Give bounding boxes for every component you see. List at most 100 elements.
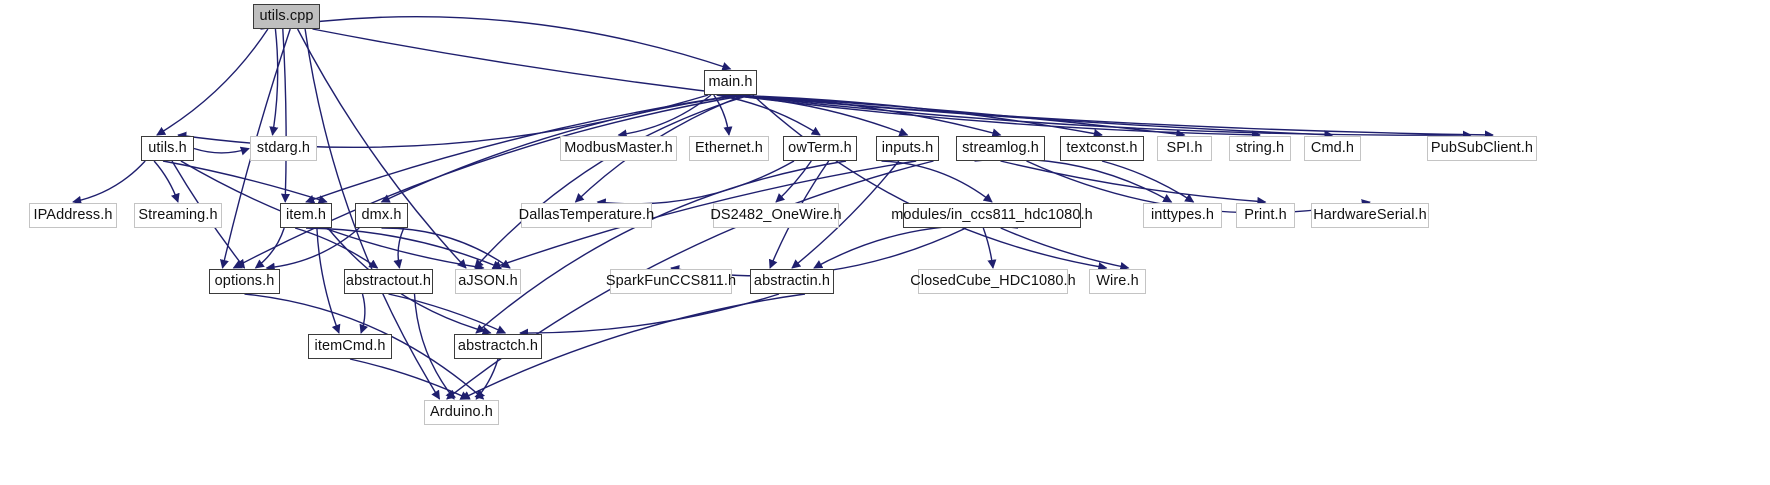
graph-node-label: Ethernet.h: [695, 140, 763, 157]
graph-node-options-h[interactable]: options.h: [209, 269, 280, 294]
graph-node-label: utils.cpp: [259, 8, 314, 25]
graph-node-utils-cpp[interactable]: utils.cpp: [253, 4, 320, 29]
graph-edge-itemcmd-h-to-arduino-h: [349, 358, 470, 400]
graph-edge-utils-h-to-streaming-h: [153, 160, 180, 203]
graph-edge-options-h-to-arduino-h: [244, 293, 485, 400]
graph-edge-inputs-h-to-ajson-h: [491, 160, 917, 270]
graph-node-spi-h[interactable]: SPI.h: [1157, 136, 1212, 161]
graph-node-itemcmd-h[interactable]: itemCmd.h: [308, 334, 392, 359]
graph-node-label: abstractin.h: [753, 273, 831, 290]
graph-edge-main-h-to-pubsubclient-h: [736, 94, 1494, 140]
graph-node-label: Print.h: [1244, 207, 1287, 224]
graph-edge-utils-h-to-item-h: [162, 160, 328, 204]
graph-node-item-h[interactable]: item.h: [280, 203, 332, 228]
graph-edge-utils-h-to-stdarg-h: [193, 146, 250, 156]
graph-node-inputs-h[interactable]: inputs.h: [876, 136, 939, 161]
graph-edge-dmx-h-to-options-h: [265, 227, 360, 272]
graph-edge-in-ccs811-h-to-wire-h: [1000, 227, 1130, 271]
graph-node-modbusmaster-h[interactable]: ModbusMaster.h: [560, 136, 677, 161]
graph-node-label: stdarg.h: [256, 140, 311, 157]
graph-edge-item-h-to-ajson-h: [305, 227, 503, 270]
graph-edge-abstractout-h-to-abstractch-h: [388, 293, 507, 334]
graph-node-textconst-h[interactable]: textconst.h: [1060, 136, 1144, 161]
graph-edge-main-h-to-spi-h: [727, 94, 1186, 139]
graph-node-label: options.h: [214, 273, 275, 290]
graph-node-streamlog-h[interactable]: streamlog.h: [956, 136, 1045, 161]
graph-edge-in-ccs811-h-to-abstractin-h: [813, 224, 1019, 269]
graph-node-utils-h[interactable]: utils.h: [141, 136, 194, 161]
graph-node-label: inttypes.h: [1150, 207, 1215, 224]
graph-node-streaming-h[interactable]: Streaming.h: [134, 203, 222, 228]
graph-node-label: dmx.h: [361, 207, 402, 224]
graph-edge-inputs-h-to-abstractin-h: [791, 160, 900, 269]
graph-node-dmx-h[interactable]: dmx.h: [355, 203, 408, 228]
graph-edge-owterm-h-to-ds2482-h: [775, 160, 812, 203]
graph-node-in-ccs811-h[interactable]: modules/in_ccs811_hdc1080.h: [891, 203, 1093, 228]
graph-node-closedcube-h[interactable]: ClosedCube_HDC1080.h: [910, 269, 1076, 294]
graph-edge-utils-cpp-to-arduino-h: [304, 28, 441, 400]
graph-edge-item-h-to-itemcmd-h: [316, 227, 341, 334]
graph-edge-main-h-to-options-h: [232, 94, 748, 269]
graph-node-label: streamlog.h: [962, 140, 1039, 157]
graph-node-sparkfunccs811-h[interactable]: SparkFunCCS811.h: [606, 269, 736, 294]
graph-edge-abstractout-h-to-itemcmd-h: [359, 293, 369, 334]
graph-node-label: abstractout.h: [345, 273, 432, 290]
graph-node-abstractin-h[interactable]: abstractin.h: [750, 269, 834, 294]
graph-node-label: Cmd.h: [1310, 140, 1355, 157]
graph-node-label: abstractch.h: [457, 338, 539, 355]
graph-node-ethernet-h[interactable]: Ethernet.h: [689, 136, 769, 161]
graph-edge-textconst-h-to-inttypes-h: [1101, 160, 1195, 203]
graph-edge-abstractch-h-to-arduino-h: [475, 358, 499, 400]
graph-node-stdarg-h[interactable]: stdarg.h: [250, 136, 317, 161]
graph-node-cmd-h[interactable]: Cmd.h: [1304, 136, 1361, 161]
graph-node-label: SPI.h: [1166, 140, 1203, 157]
graph-edge-utils-h-to-ipaddress-h: [72, 160, 146, 205]
graph-edge-abstractin-h-to-arduino-h: [460, 293, 806, 400]
graph-node-label: item.h: [285, 207, 327, 224]
graph-node-label: inputs.h: [881, 140, 934, 157]
graph-node-string-h[interactable]: string.h: [1229, 136, 1291, 161]
graph-node-main-h[interactable]: main.h: [704, 70, 757, 95]
graph-node-hardwareserial-h[interactable]: HardwareSerial.h: [1311, 203, 1429, 228]
graph-node-owterm-h[interactable]: owTerm.h: [783, 136, 857, 161]
graph-node-arduino-h[interactable]: Arduino.h: [424, 400, 499, 425]
graph-node-print-h[interactable]: Print.h: [1236, 203, 1295, 228]
graph-node-inttypes-h[interactable]: inttypes.h: [1143, 203, 1222, 228]
graph-node-ipaddress-h[interactable]: IPAddress.h: [29, 203, 117, 228]
graph-node-dallastemp-h[interactable]: DallasTemperature.h: [518, 203, 655, 228]
graph-node-label: DS2482_OneWire.h: [710, 207, 842, 224]
graph-node-label: IPAddress.h: [33, 207, 113, 224]
graph-node-label: Streaming.h: [138, 207, 218, 224]
graph-edge-main-h-to-streamlog-h: [722, 94, 1002, 138]
graph-edge-main-h-to-string-h: [730, 94, 1261, 140]
graph-node-ajson-h[interactable]: aJSON.h: [455, 269, 521, 294]
graph-node-label: Wire.h: [1096, 273, 1139, 290]
graph-edge-utils-cpp-to-stdarg-h: [269, 28, 279, 136]
graph-node-abstractch-h[interactable]: abstractch.h: [454, 334, 542, 359]
graph-node-pubsubclient-h[interactable]: PubSubClient.h: [1427, 136, 1537, 161]
graph-node-ds2482-h[interactable]: DS2482_OneWire.h: [710, 203, 842, 228]
graph-node-abstractout-h[interactable]: abstractout.h: [344, 269, 433, 294]
graph-node-label: PubSubClient.h: [1430, 140, 1534, 157]
graph-node-label: Arduino.h: [430, 404, 493, 421]
graph-node-label: owTerm.h: [788, 140, 852, 157]
graph-node-label: ModbusMaster.h: [564, 140, 673, 157]
graph-node-label: string.h: [1235, 140, 1285, 157]
graph-edge-main-h-to-ajson-h: [474, 94, 751, 269]
graph-edge-streamlog-h-to-print-h: [1000, 160, 1267, 206]
graph-node-label: utils.h: [148, 140, 187, 157]
graph-node-label: ClosedCube_HDC1080.h: [910, 273, 1076, 290]
graph-edge-in-ccs811-h-to-closedcube-h: [982, 227, 997, 269]
graph-node-label: itemCmd.h: [314, 338, 386, 355]
graph-edge-item-h-to-options-h: [254, 227, 285, 269]
graph-edge-dmx-h-to-ajson-h: [381, 227, 511, 269]
graph-edge-utils-cpp-to-utils-h: [156, 28, 269, 136]
graph-node-label: HardwareSerial.h: [1313, 207, 1427, 224]
graph-edge-utils-cpp-to-pubsubclient-h: [312, 28, 1472, 140]
graph-node-label: SparkFunCCS811.h: [605, 273, 737, 290]
graph-edge-abstractout-h-to-arduino-h: [413, 293, 455, 400]
graph-node-label: DallasTemperature.h: [518, 207, 655, 224]
graph-node-wire-h[interactable]: Wire.h: [1089, 269, 1146, 294]
